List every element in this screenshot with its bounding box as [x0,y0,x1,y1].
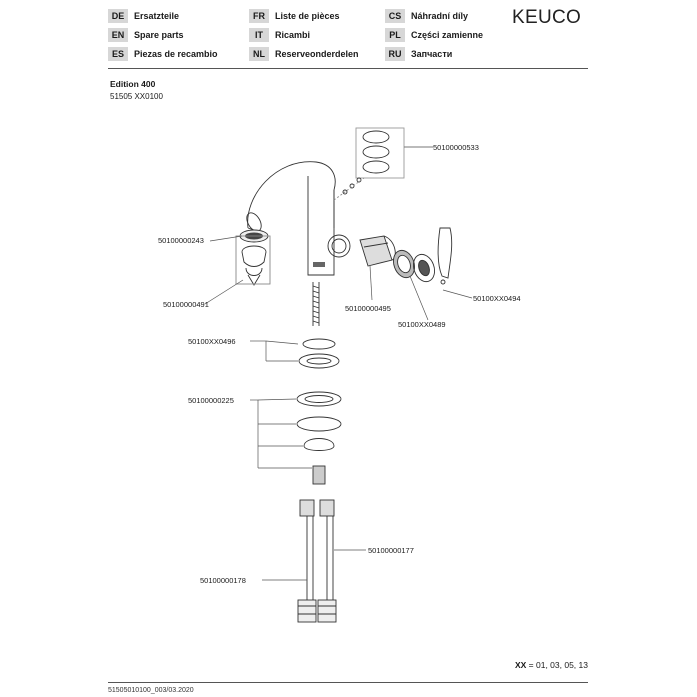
gasket-496 [302,338,336,350]
lang-code: PL [385,28,405,42]
spout-shape [247,161,336,229]
flow-regulator-491 [241,245,267,286]
lang-label: Ricambi [275,30,311,40]
lang-pl: PL Części zamienne [385,27,483,43]
header-divider [108,68,588,69]
lang-label: Liste de pièces [275,11,340,21]
lang-es: ES Piezas de recambio [108,46,218,62]
lang-fr: FR Liste de pièces [249,8,340,24]
part-label-495: 50100000495 [345,304,391,313]
part-label-243: 50100000243 [158,236,204,245]
part-label-496: 50100XX0496 [188,337,236,346]
set-screw-group [333,177,365,201]
lang-code: NL [249,47,269,61]
lang-code: DE [108,9,128,23]
document-code: 51505010100_003/03.2020 [108,687,194,694]
part-label-494: 50100XX0494 [473,294,521,303]
lang-de: DE Ersatzteile [108,8,179,24]
footer-divider [108,682,588,683]
lang-code: EN [108,28,128,42]
variant-legend: XX = 01, 03, 05, 13 [515,660,588,670]
variant-values: = 01, 03, 05, 13 [528,660,588,670]
lang-cs: CS Náhradní díly [385,8,468,24]
connection-hoses [297,499,337,623]
lang-label: Запчасти [411,49,453,59]
article-number: 51505 XX0100 [110,92,163,101]
part-label-533: 50100000533 [433,143,479,152]
lang-label: Piezas de recambio [134,49,218,59]
lang-code: IT [249,28,269,42]
lang-label: Ersatzteile [134,11,180,21]
lang-nl: NL Reserveonderdelen [249,46,359,62]
lang-label: Náhradní díly [411,11,469,21]
o-ring-533 [362,130,390,144]
parts-bracket-533 [355,127,405,179]
body-logo-plate [313,262,325,267]
lang-label: Spare parts [134,30,184,40]
brand-logo: KEUCO [512,7,582,28]
lang-ru: RU Запчасти [385,46,452,62]
fixing-set-225 [296,391,342,485]
exploded-view-drawing [204,127,473,623]
threaded-rod [312,282,320,326]
part-label-177: 50100000177 [368,546,414,555]
washer-496 [298,353,340,369]
lang-label: Reserveonderdelen [275,49,359,59]
adapter-489 [393,249,435,283]
leader-lines [204,235,473,581]
spare-parts-sheet: DE Ersatzteile EN Spare parts ES Piezas … [108,0,588,697]
lang-label: Części zamienne [411,30,484,40]
product-title: Edition 400 [110,79,156,89]
lang-code: ES [108,47,128,61]
lang-code: RU [385,47,405,61]
variant-key: XX [514,660,527,670]
lang-code: CS [385,9,405,23]
part-label-178: 50100000178 [200,576,246,585]
lang-code: FR [249,9,269,23]
cartridge-495 [359,235,396,267]
mixer-body [307,176,335,276]
lang-it: IT Ricambi [249,27,310,43]
body-cartridge-port [327,234,351,258]
part-label-225: 50100000225 [188,396,234,405]
lever-handle-494 [437,227,453,285]
part-label-489: 50100XX0489 [398,320,446,329]
part-label-491: 50100000491 [163,300,209,309]
lang-en: EN Spare parts [108,27,184,43]
